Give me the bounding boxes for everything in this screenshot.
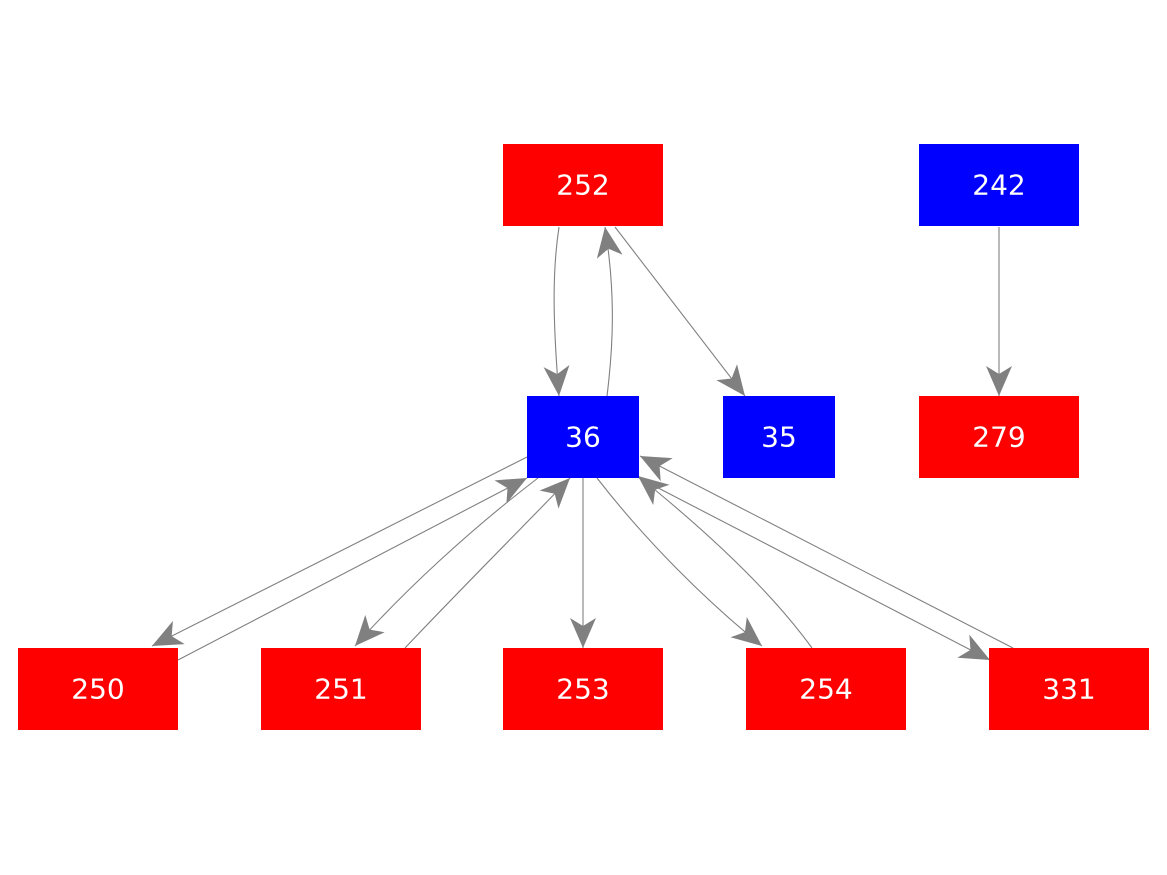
node-35[interactable]: 35 — [723, 396, 835, 478]
node-279-box — [919, 396, 1079, 478]
node-253-box — [503, 648, 663, 730]
edges-layer — [151, 226, 1014, 661]
edge-252-to-35 — [614, 226, 746, 397]
edge-251-to-36 — [404, 477, 571, 649]
node-36[interactable]: 36 — [527, 396, 639, 478]
node-250[interactable]: 250 — [18, 648, 178, 730]
node-242[interactable]: 242 — [919, 144, 1079, 226]
node-35-box — [723, 396, 835, 478]
edge-331-to-36 — [639, 455, 1014, 649]
node-35-label: 35 — [761, 421, 797, 454]
node-251-label: 251 — [314, 673, 367, 706]
node-250-box — [18, 648, 178, 730]
node-253[interactable]: 253 — [503, 648, 663, 730]
edge-252-to-36 — [543, 226, 570, 397]
edge-36-to-251 — [354, 477, 539, 647]
edge-254-to-36 — [637, 475, 813, 649]
node-254[interactable]: 254 — [746, 648, 906, 730]
node-252-label: 252 — [556, 169, 609, 202]
node-36-box — [527, 396, 639, 478]
node-254-box — [746, 648, 906, 730]
node-331-label: 331 — [1042, 673, 1095, 706]
edge-250-to-36 — [177, 477, 528, 661]
node-331[interactable]: 331 — [989, 648, 1149, 730]
node-242-box — [919, 144, 1079, 226]
edge-36-to-254 — [596, 477, 763, 647]
node-331-box — [989, 648, 1149, 730]
edge-36-to-250 — [151, 456, 528, 647]
edge-36-to-252 — [596, 226, 623, 397]
node-254-label: 254 — [799, 673, 852, 706]
nodes-layer: 252 242 36 35 279 250 251 253 — [18, 144, 1149, 730]
node-279-label: 279 — [972, 421, 1025, 454]
node-279[interactable]: 279 — [919, 396, 1079, 478]
node-253-label: 253 — [556, 673, 609, 706]
node-250-label: 250 — [71, 673, 124, 706]
edge-36-to-331 — [638, 477, 991, 661]
node-252[interactable]: 252 — [503, 144, 663, 226]
node-36-label: 36 — [565, 421, 601, 454]
node-242-label: 242 — [972, 169, 1025, 202]
node-251-box — [261, 648, 421, 730]
node-252-box — [503, 144, 663, 226]
node-251[interactable]: 251 — [261, 648, 421, 730]
